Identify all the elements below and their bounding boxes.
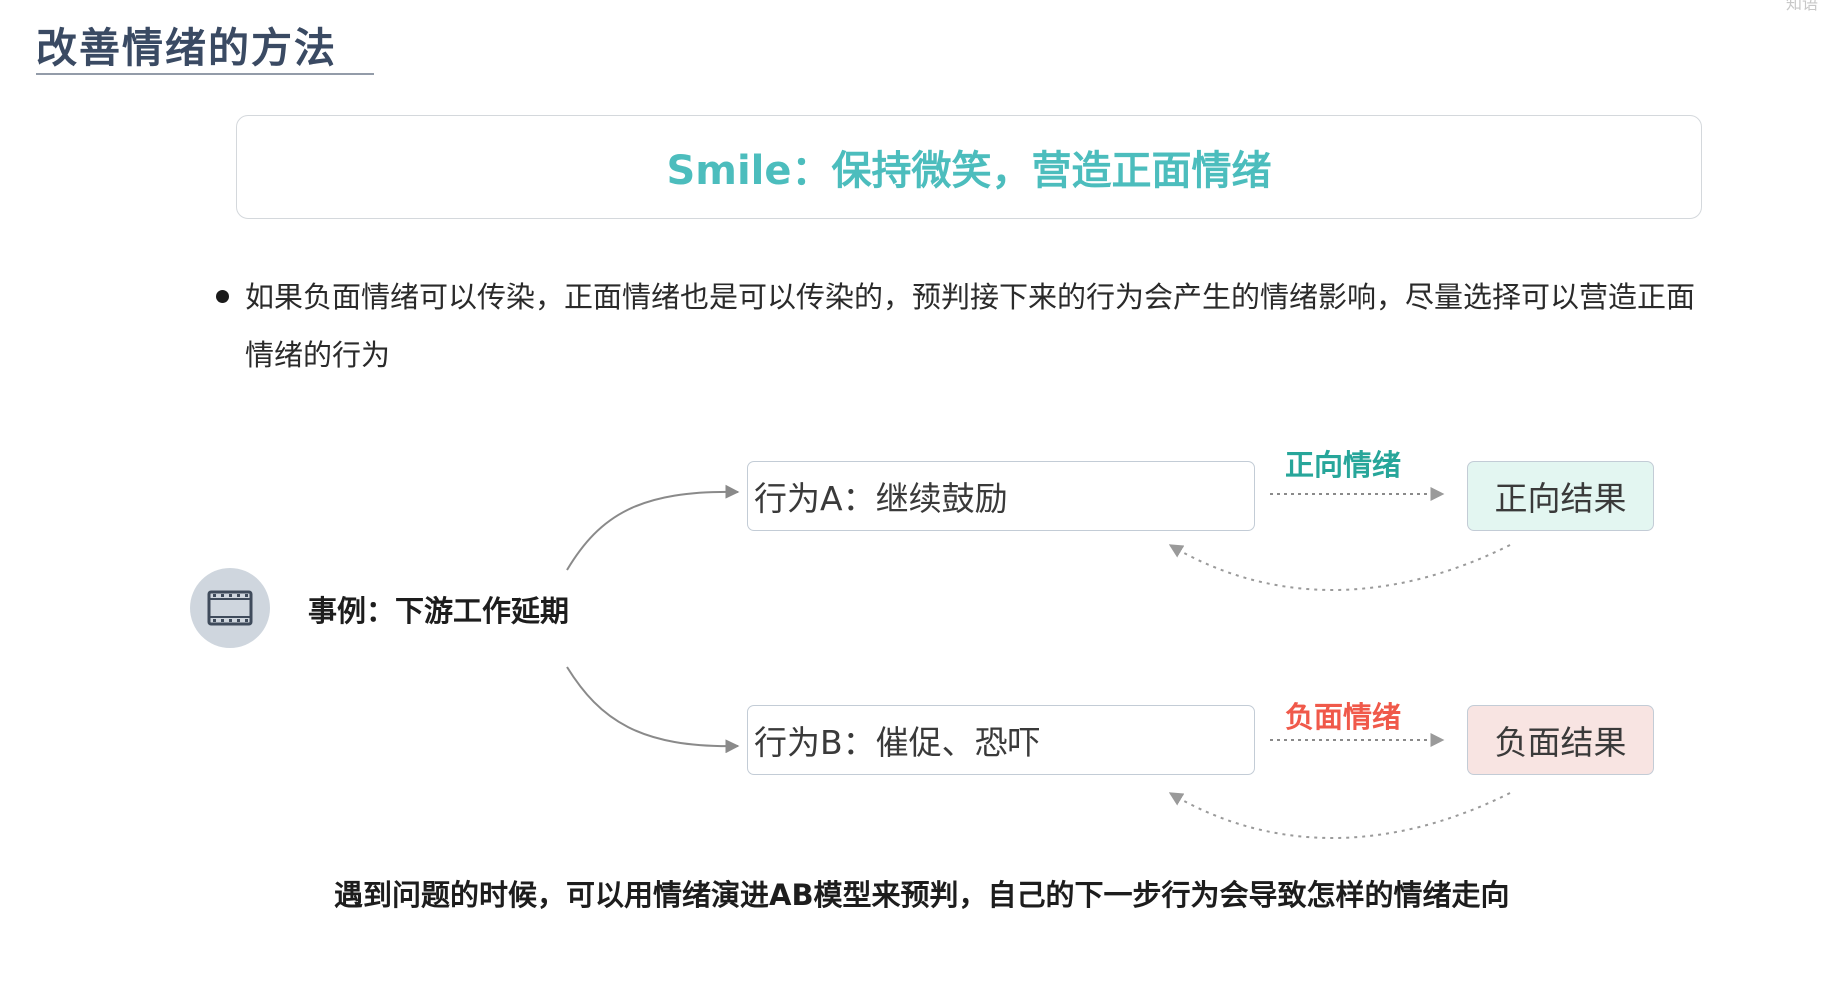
emotion-a-label: 正向情绪 [1285,448,1402,482]
title-underline [36,73,374,75]
result-b-box: 负面结果 [1467,705,1654,775]
page-title: 改善情绪的方法 [36,24,337,72]
case-label: 事例：下游工作延期 [308,594,570,628]
result-a-box: 正向结果 [1467,461,1654,531]
film-icon [207,590,253,626]
action-a-box: 行为A：继续鼓励 [747,461,1255,531]
bullet-dot [216,290,229,303]
banner-text: Smile：保持微笑，营造正面情绪 [666,148,1272,194]
result-a-label: 正向结果 [1494,479,1627,518]
connector-case-to-action-b [566,666,740,754]
result-b-label: 负面结果 [1494,723,1627,762]
feedback-curve-a [1168,544,1511,591]
emotion-b-label: 负面情绪 [1285,700,1402,734]
connector-case-to-action-a [566,484,740,571]
footer-note: 遇到问题的时候，可以用情绪演进AB模型来预判，自己的下一步行为会导致怎样的情绪走… [334,878,1510,912]
action-a-label: 行为A：继续鼓励 [754,479,1008,518]
bullet-text: 如果负面情绪可以传染，正面情绪也是可以传染的，预判接下来的行为会产生的情绪影响，… [245,280,1696,372]
smile-banner: Smile：保持微笑，营造正面情绪 [236,115,1702,219]
feedback-curve-b [1168,792,1511,839]
action-b-label: 行为B：催促、恐吓 [754,723,1041,762]
corner-watermark: 知语 [1786,0,1819,13]
case-icon-circle [190,568,270,648]
action-b-box: 行为B：催促、恐吓 [747,705,1255,775]
